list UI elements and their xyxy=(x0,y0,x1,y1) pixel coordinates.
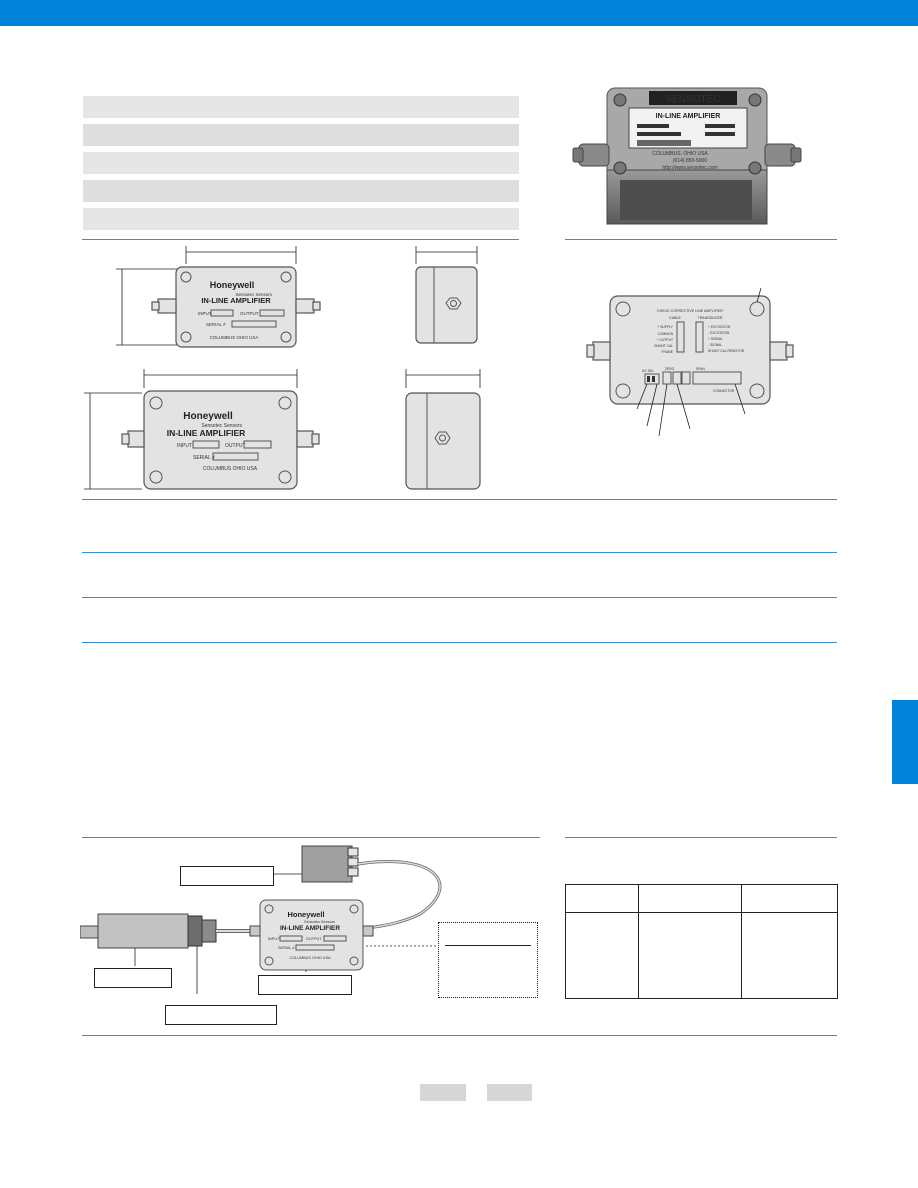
wiring-diagram: CHECK CORRECTIVE LINE AMPLIFIER CABLE TR… xyxy=(586,287,794,437)
table-cell xyxy=(565,884,639,913)
zero-label: ZERO xyxy=(665,367,675,371)
divider xyxy=(82,642,837,643)
spec-row-2 xyxy=(83,124,519,146)
system-diagram: Honeywell Sensotec Sensors IN-LINE AMPLI… xyxy=(80,845,442,994)
amp-brand: Honeywell xyxy=(210,280,255,290)
nav-button[interactable] xyxy=(420,1084,466,1101)
section-tab xyxy=(892,700,918,784)
divider xyxy=(565,837,837,838)
table-cell xyxy=(741,884,838,913)
wiring-group-transducer: TRANSDUCER xyxy=(698,316,723,320)
sensor-icon xyxy=(80,913,217,949)
photo-phone: (614) 850-5000 xyxy=(673,158,707,164)
amp-location: COLUMBUS OHIO USA xyxy=(210,335,259,340)
divider xyxy=(565,239,837,240)
divider xyxy=(82,1035,837,1036)
transducer-pin: SHUNT CAL RESISTOR xyxy=(708,349,745,353)
divider xyxy=(82,552,837,553)
divider xyxy=(82,837,540,838)
amp-product: IN-LINE AMPLIFIER xyxy=(167,428,246,438)
table-cell xyxy=(565,912,639,999)
divider xyxy=(82,239,519,240)
amp-input-label: INPUT xyxy=(177,443,192,449)
note-box xyxy=(438,922,538,998)
callout-box xyxy=(180,866,274,886)
amp-output-label: OUTPUT xyxy=(240,311,259,316)
callout-box xyxy=(94,968,172,988)
amp-location: COLUMBUS OHIO USA xyxy=(203,466,258,472)
photo-url: http://www.sensotec.com xyxy=(662,165,717,171)
table-cell xyxy=(638,884,742,913)
photo-product: IN-LINE AMPLIFIER xyxy=(656,113,721,120)
transducer-pin: - EXCITATION xyxy=(708,331,730,335)
transducer-terminal-block: + EXCITATION - EXCITATION + SIGNAL - SIG… xyxy=(695,321,745,353)
cable-pin: FRAME xyxy=(661,350,673,354)
cable-pin: SHUNT CAL xyxy=(654,344,673,348)
amp-product: IN-LINE AMPLIFIER xyxy=(280,925,340,932)
table-header-row xyxy=(565,884,838,913)
amp-location: COLUMBUS OHIO USA xyxy=(289,956,331,960)
amp-serial-label: SERIAL # xyxy=(278,946,295,950)
photo-brand: SENSOTEC xyxy=(665,94,720,105)
spec-row-3 xyxy=(83,152,519,174)
cable-pin: COMMON xyxy=(658,332,674,336)
amp-input-label: INPUT xyxy=(268,937,280,941)
amp-serial-label: SERIAL # xyxy=(193,455,215,461)
transducer-pin: - SIGNAL xyxy=(708,343,722,347)
spec-row-5 xyxy=(83,208,519,230)
switch-label: DC SEL xyxy=(642,369,654,373)
table-cell xyxy=(741,912,838,999)
amp-subbrand: Sensotec Sensors xyxy=(201,423,242,429)
amplifier-photo: SENSOTEC IN-LINE AMPLIFIER COLUMBUS, OHI… xyxy=(572,87,802,225)
photo-location: COLUMBUS, OHIO USA xyxy=(652,151,708,157)
amp-brand: Honeywell xyxy=(183,411,233,422)
transducer-pin: + SIGNAL xyxy=(708,337,723,341)
note-underline xyxy=(445,945,531,946)
amplifier-icon: Honeywell Sensotec Sensors IN-LINE AMPLI… xyxy=(249,899,374,971)
amp-subbrand: Sensotec Sensors xyxy=(304,920,335,924)
wiring-group-cable: CABLE xyxy=(669,316,681,320)
spec-row-1 xyxy=(83,96,519,118)
nav-button[interactable] xyxy=(487,1084,532,1101)
table-row xyxy=(565,912,838,999)
table-cell xyxy=(638,912,742,999)
amp-product: IN-LINE AMPLIFIER xyxy=(201,296,271,305)
span-label: SPAN xyxy=(696,367,705,371)
dimension-drawings: Honeywell Sensotec Sensors IN-LINE AMPLI… xyxy=(84,246,481,490)
divider xyxy=(82,499,837,500)
callout-box xyxy=(165,1005,277,1025)
cable-pin: + SUPPLY xyxy=(657,325,673,329)
callout-box xyxy=(258,975,352,995)
cable-pin: + OUTPUT xyxy=(657,338,673,342)
divider xyxy=(82,597,837,598)
amp-brand: Honeywell xyxy=(287,910,324,919)
connector-label: CONNECTOR xyxy=(713,389,735,393)
amp-output-label: OUTPUT xyxy=(225,443,246,449)
amp-output-label: OUTPUT xyxy=(306,937,322,941)
wiring-title: CHECK CORRECTIVE LINE AMPLIFIER xyxy=(657,309,723,313)
amp-serial-label: SERIAL # xyxy=(206,322,226,327)
amp-input-label: INPUT xyxy=(198,311,212,316)
header-bar xyxy=(0,0,918,26)
transducer-pin: + EXCITATION xyxy=(708,325,731,329)
spec-table xyxy=(565,884,838,999)
spec-row-4 xyxy=(83,180,519,202)
terminal-block-icon xyxy=(301,845,359,883)
cable-terminal-block: + SUPPLY COMMON + OUTPUT SHUNT CAL FRAME xyxy=(654,321,685,354)
amp-subbrand: Sensotec Sensors xyxy=(235,292,272,297)
